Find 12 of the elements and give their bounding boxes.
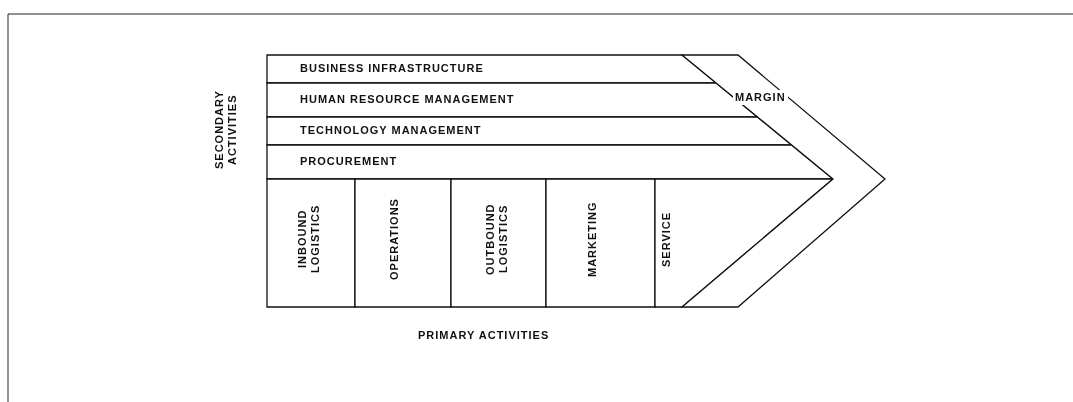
band-label: HUMAN RESOURCE MANAGEMENT — [300, 93, 515, 106]
column-label: OPERATIONS — [388, 197, 401, 282]
margin-label: MARGIN — [733, 90, 788, 105]
column-label: OUTBOUND LOGISTICS — [483, 202, 510, 277]
band-label: BUSINESS INFRASTRUCTURE — [300, 62, 484, 75]
axis-label: PRIMARY ACTIVITIES — [418, 329, 550, 342]
column-label: MARKETING — [585, 200, 599, 279]
band-label: TECHNOLOGY MANAGEMENT — [300, 124, 482, 137]
band-label: PROCUREMENT — [300, 155, 398, 168]
axis-label: SECONDARY ACTIVITIES — [213, 89, 239, 172]
column-label: SERVICE — [660, 210, 673, 269]
column-label: INBOUND LOGISTICS — [296, 203, 322, 276]
